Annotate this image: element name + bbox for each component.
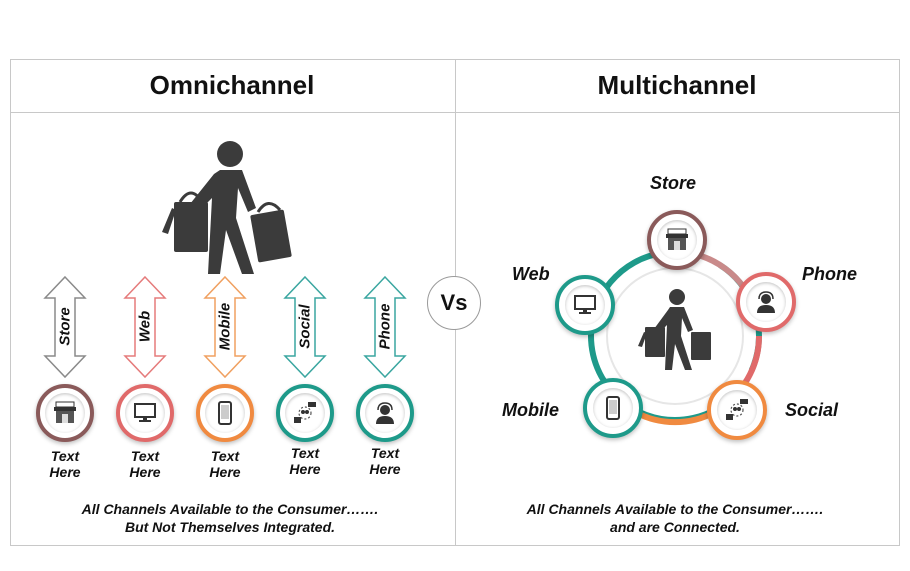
ring-label-mobile: Mobile [502, 400, 559, 420]
header-divider [10, 112, 900, 113]
arrow-label-web: Web [136, 310, 154, 343]
mobile-phone-icon [218, 401, 232, 425]
call-agent-icon [757, 291, 775, 313]
arrow-label-social: Social [296, 304, 314, 349]
left-social-badge [276, 384, 334, 442]
arrow-label-phone: Phone [376, 303, 394, 350]
arrow-label-store: Store [56, 307, 74, 346]
left-phone-badge [356, 384, 414, 442]
mobile-phone-icon [606, 396, 620, 420]
social-network-icon [294, 402, 316, 423]
shopper-figure-icon [162, 141, 292, 274]
arrow-mobile [203, 275, 247, 379]
left-store-badge [36, 384, 94, 442]
call-agent-icon [376, 402, 394, 424]
left-web-badge [116, 384, 174, 442]
ring-label-store: Store [650, 173, 697, 193]
ring-label-web: Web [512, 264, 550, 284]
ring-phone-badge [736, 272, 796, 332]
ring-store-badge [647, 210, 707, 270]
arrow-phone [363, 275, 407, 379]
ring-label-social: Social [785, 400, 839, 420]
monitor-icon [574, 295, 596, 314]
arrow-label-mobile: Mobile [216, 302, 234, 351]
store-icon [666, 228, 688, 250]
social-network-icon [726, 399, 748, 420]
ring-label-phone: Phone [802, 264, 858, 284]
arrow-web [123, 275, 167, 379]
multichannel-ring [588, 248, 763, 426]
arrow-social [283, 275, 327, 379]
ring-social-badge [707, 380, 767, 440]
arrow-store [43, 275, 87, 379]
monitor-icon [134, 403, 156, 422]
center-shopper-icon [638, 289, 711, 370]
vs-badge: Vs [427, 276, 481, 330]
omnichannel-title: Omnichannel [149, 70, 315, 100]
multichannel-caption: All Channels Available to the Consumer……… [526, 501, 824, 535]
store-icon [54, 401, 76, 423]
ring-web-badge [555, 275, 615, 335]
omnichannel-caption: All Channels Available to the Consumer……… [81, 501, 379, 535]
multichannel-title: Multichannel [597, 70, 757, 100]
left-mobile-badge [196, 384, 254, 442]
ring-mobile-badge [583, 378, 643, 438]
